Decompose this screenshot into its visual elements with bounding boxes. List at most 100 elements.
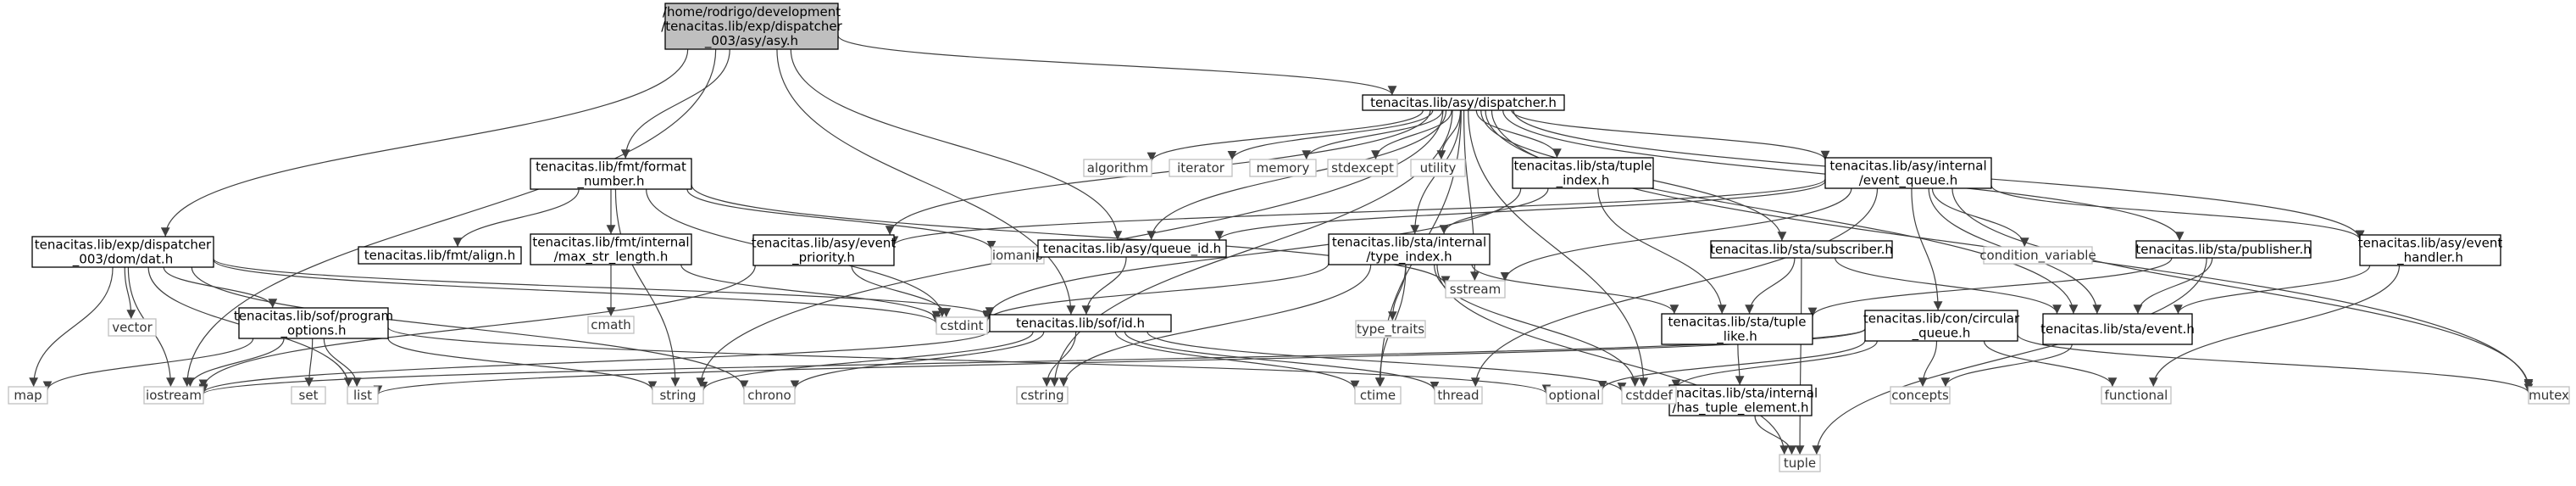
node-label: /max_str_length.h <box>554 249 669 265</box>
node-label: map <box>14 388 42 403</box>
edge-subscriber-to-tuple <box>1795 257 1805 455</box>
node-box <box>358 246 522 265</box>
node-label: tenacitas.lib/sta/internal <box>1332 235 1486 250</box>
node-utility[interactable]: utility <box>1410 159 1466 177</box>
node-ctime[interactable]: ctime <box>1354 386 1402 405</box>
node-sta-tuple-index[interactable]: tenacitas.lib/sta/tuple_index.h <box>1512 157 1654 189</box>
node-box <box>238 307 389 339</box>
node-iostream[interactable]: iostream <box>143 386 204 405</box>
node-label: mutex <box>2529 388 2569 403</box>
node-label: tenacitas.lib/sta/tuple <box>1668 315 1806 330</box>
edge-dispatcher-to-algorithm <box>1146 109 1424 162</box>
edge-dispatcher-to-memory <box>1302 109 1443 160</box>
node-list[interactable]: list <box>347 386 379 405</box>
node-condition-variable[interactable]: condition_variable <box>1979 246 2096 265</box>
node-box <box>1083 159 1152 177</box>
edge-id-to-iostream <box>198 330 991 394</box>
node-iomanip[interactable]: iomanip <box>991 246 1045 265</box>
node-label: tenacitas.lib/asy/dispatcher.h <box>1370 95 1557 110</box>
node-tuple[interactable]: tuple <box>1779 454 1821 472</box>
node-label: /type_index.h <box>1366 249 1452 265</box>
node-box <box>1016 386 1069 405</box>
node-memory[interactable]: memory <box>1249 159 1317 177</box>
node-subscriber[interactable]: tenacitas.lib/sta/subscriber.h <box>1710 240 1893 259</box>
node-stdexcept[interactable]: stdexcept <box>1327 159 1398 177</box>
node-event-priority[interactable]: tenacitas.lib/asy/event_priority.h <box>752 234 897 266</box>
node-cstring[interactable]: cstring <box>1016 386 1069 405</box>
node-iterator[interactable]: iterator <box>1169 159 1233 177</box>
node-label: tenacitas.lib/fmt/internal <box>532 235 689 250</box>
node-label: _queue.h <box>1912 326 1971 342</box>
edge-dispatcher-to-cstddef <box>1468 109 1649 388</box>
node-root[interactable]: /home/rodrigo/development/tenacitas.lib/… <box>661 3 843 50</box>
node-label: chrono <box>747 388 791 403</box>
node-box <box>1668 384 1813 416</box>
edge-sta_tuple_index-to-cstdint <box>982 187 1522 320</box>
node-queue-id[interactable]: tenacitas.lib/asy/queue_id.h <box>1037 239 1227 258</box>
node-label: tenacitas.lib/sta/internal <box>1663 386 1818 401</box>
edge-queue_id-to-id <box>1081 256 1127 316</box>
node-dat[interactable]: tenacitas.lib/exp/dispatcher_003/dom/dat… <box>31 236 214 268</box>
node-map[interactable]: map <box>8 386 48 405</box>
node-event[interactable]: tenacitas.lib/sta/event.h <box>2040 313 2195 345</box>
node-label: type_traits <box>1357 321 1424 338</box>
node-event-queue[interactable]: tenacitas.lib/asy/internal/event_queue.h <box>1824 157 1992 189</box>
node-concepts[interactable]: concepts <box>1890 386 1951 405</box>
edge-program_options-to-iostream <box>186 338 285 388</box>
edge-program_options-to-set <box>304 338 314 388</box>
edge-circular_queue-to-concepts <box>1918 340 1938 388</box>
node-label: /event_queue.h <box>1859 173 1958 189</box>
node-sstream[interactable]: sstream <box>1445 280 1506 299</box>
node-label: tenacitas.lib/asy/event <box>752 236 897 251</box>
edge-id-to-ctime <box>1114 331 1360 390</box>
node-event-handler[interactable]: tenacitas.lib/asy/event_handler.h <box>2358 234 2503 266</box>
node-tuple-like[interactable]: tenacitas.lib/sta/tuple_like.h <box>1661 313 1813 345</box>
node-optional[interactable]: optional <box>1546 386 1603 405</box>
node-label: memory <box>1257 160 1310 176</box>
edge-event_queue-to-event_handler <box>1990 185 2365 240</box>
node-vector[interactable]: vector <box>108 318 157 337</box>
node-functional[interactable]: functional <box>2101 386 2172 405</box>
edge-subscriber-to-tuple_like <box>1745 257 1796 315</box>
node-label: _priority.h <box>791 250 855 266</box>
node-box <box>530 233 692 265</box>
node-box <box>1710 240 1893 259</box>
edge-has_tuple_element-to-tuple <box>1754 415 1796 455</box>
node-label: iomanip <box>992 248 1043 263</box>
edge-event_priority-to-iostream <box>198 265 756 389</box>
node-box <box>1037 239 1227 258</box>
node-publisher[interactable]: tenacitas.lib/sta/publisher.h <box>2135 240 2312 259</box>
node-label: _handler.h <box>2396 250 2463 266</box>
edge-publisher-to-tuple_like <box>1807 257 2173 317</box>
node-thread[interactable]: thread <box>1434 386 1483 405</box>
node-box <box>2135 240 2312 259</box>
node-dispatcher[interactable]: tenacitas.lib/asy/dispatcher.h <box>1362 94 1565 111</box>
node-format-number[interactable]: tenacitas.lib/fmt/format_number.h <box>530 158 692 190</box>
node-label: stdexcept <box>1331 160 1394 176</box>
node-cmath[interactable]: cmath <box>587 316 635 334</box>
node-type-traits[interactable]: type_traits <box>1355 320 1426 338</box>
node-max-str-length[interactable]: tenacitas.lib/fmt/internal/max_str_lengt… <box>530 233 692 265</box>
node-label: optional <box>1549 388 1601 403</box>
node-chrono[interactable]: chrono <box>743 386 796 405</box>
node-box <box>108 318 157 337</box>
node-label: cmath <box>591 317 630 332</box>
node-circular-queue[interactable]: tenacitas.lib/con/circular_queue.h <box>1863 310 2020 342</box>
node-program-options[interactable]: tenacitas.lib/sof/program_options.h <box>234 307 393 339</box>
node-cstddef[interactable]: cstddef <box>1621 386 1677 405</box>
node-align[interactable]: tenacitas.lib/fmt/align.h <box>358 246 522 265</box>
node-algorithm[interactable]: algorithm <box>1083 159 1152 177</box>
node-box <box>989 314 1172 332</box>
edge-root-to-format_number <box>620 48 730 159</box>
node-has-tuple-element[interactable]: tenacitas.lib/sta/internal/has_tuple_ele… <box>1663 384 1818 416</box>
node-mutex[interactable]: mutex <box>2528 386 2570 405</box>
node-string[interactable]: string <box>652 386 704 405</box>
node-label: /home/rodrigo/development <box>663 4 841 20</box>
node-label: algorithm <box>1087 160 1148 176</box>
edge-publisher-to-event <box>2133 257 2213 315</box>
node-cstdint[interactable]: cstdint <box>935 316 988 335</box>
node-box <box>2042 313 2193 345</box>
node-id[interactable]: tenacitas.lib/sof/id.h <box>989 314 1172 332</box>
node-set[interactable]: set <box>291 386 326 405</box>
node-type-index[interactable]: tenacitas.lib/sta/internal/type_index.h <box>1328 233 1491 265</box>
